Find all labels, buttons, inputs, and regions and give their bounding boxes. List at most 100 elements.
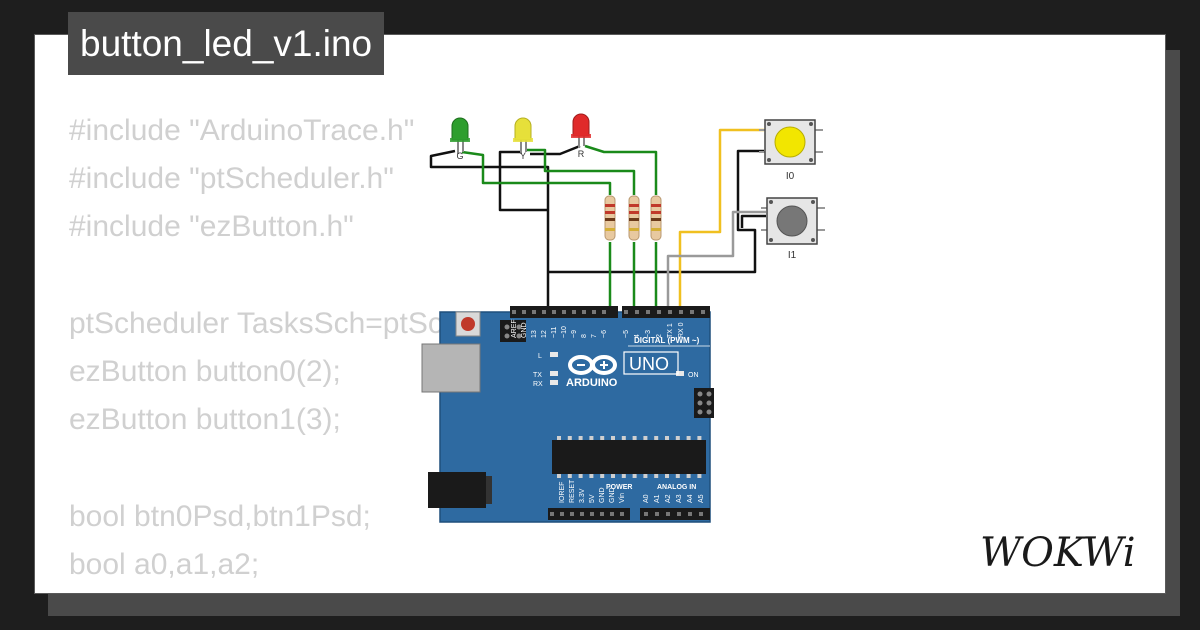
arduino-logo-icon bbox=[568, 355, 617, 375]
code-line: bool a0,a1,a2; bbox=[69, 547, 260, 581]
chip-pin bbox=[600, 436, 605, 440]
analog-pin-4[interactable] bbox=[688, 512, 692, 516]
digital-pin-label: ~6 bbox=[601, 330, 608, 338]
wokwi-logo-icon: WOKWi bbox=[980, 530, 1136, 576]
wire-led-r-resistor bbox=[584, 144, 658, 195]
digital-pin-5[interactable] bbox=[562, 310, 566, 314]
chip-pin bbox=[643, 436, 648, 440]
led-label-y: Y bbox=[520, 151, 526, 161]
wire-btn0-signal bbox=[678, 128, 764, 312]
power-pin-3[interactable] bbox=[580, 512, 584, 516]
chip-pin bbox=[654, 436, 659, 440]
digital-pin-13[interactable] bbox=[657, 310, 661, 314]
wire-btn1-gnd bbox=[740, 214, 766, 228]
power-pin-label: RESET bbox=[569, 479, 576, 503]
wire-led-y-resistor bbox=[527, 148, 636, 195]
chip-pin bbox=[643, 474, 648, 478]
chip-pin bbox=[578, 474, 583, 478]
analog-pin-label: A3 bbox=[676, 494, 683, 503]
usb-port bbox=[421, 343, 481, 393]
analog-header bbox=[640, 508, 710, 520]
chip-pin bbox=[665, 474, 669, 478]
digital-header-label: DIGITAL (PWM ~) bbox=[634, 336, 700, 345]
digital-pin-4[interactable] bbox=[552, 310, 556, 314]
chip-pin bbox=[686, 436, 691, 440]
chip-pin bbox=[621, 436, 626, 440]
power-pin-2[interactable] bbox=[570, 512, 574, 516]
digital-pin-8[interactable] bbox=[592, 310, 596, 314]
digital-pin-label: 12 bbox=[541, 330, 548, 338]
wire-led-y-gnd bbox=[498, 150, 548, 212]
header-hole bbox=[701, 310, 705, 314]
power-pin-7[interactable] bbox=[620, 512, 624, 516]
code-line: #include "ptScheduler.h" bbox=[69, 162, 394, 196]
chip-pin bbox=[675, 474, 680, 478]
chip-pin bbox=[654, 474, 659, 478]
digital-pin-3[interactable] bbox=[542, 310, 546, 314]
power-pin-1[interactable] bbox=[560, 512, 564, 516]
digital-pin-15[interactable] bbox=[679, 310, 683, 314]
analog-pin-0[interactable] bbox=[644, 512, 648, 516]
resistor-1[interactable] bbox=[604, 195, 616, 241]
digital-pin-label: 13 bbox=[531, 330, 538, 338]
led-green[interactable]: G bbox=[450, 117, 470, 161]
power-pin-label: Vin bbox=[619, 493, 626, 503]
analog-pin-1[interactable] bbox=[655, 512, 659, 516]
digital-pin-label: ~9 bbox=[571, 330, 578, 338]
led-rx-label: RX bbox=[533, 381, 543, 388]
digital-pin-12[interactable] bbox=[646, 310, 650, 314]
wokwi-logo-text: WOKWi bbox=[980, 530, 1136, 576]
digital-pin-14[interactable] bbox=[668, 310, 672, 314]
digital-pin-0[interactable] bbox=[512, 310, 516, 314]
chip-pin bbox=[697, 474, 702, 478]
chip-pin bbox=[557, 436, 561, 440]
wires bbox=[429, 128, 766, 312]
led-yellow[interactable]: Y bbox=[513, 117, 533, 161]
pushbutton-i0[interactable]: I0 bbox=[759, 119, 823, 182]
chip-pin bbox=[557, 474, 561, 478]
power-pin-6[interactable] bbox=[610, 512, 614, 516]
atmega-chip bbox=[552, 440, 706, 474]
digital-header-right bbox=[622, 306, 710, 318]
digital-pin-7[interactable] bbox=[582, 310, 586, 314]
digital-pin-label: AREF bbox=[511, 319, 518, 338]
power-pin-5[interactable] bbox=[600, 512, 604, 516]
power-pin-label: GND bbox=[609, 487, 616, 503]
resistor-2[interactable] bbox=[628, 195, 640, 241]
pushbutton-i1[interactable]: I1 bbox=[761, 197, 825, 261]
analog-pin-5[interactable] bbox=[699, 512, 703, 516]
led-tx-label: TX bbox=[533, 372, 542, 379]
resistor-3[interactable] bbox=[650, 195, 662, 241]
digital-pin-1[interactable] bbox=[522, 310, 526, 314]
chip-pin bbox=[697, 436, 702, 440]
analog-pin-3[interactable] bbox=[677, 512, 681, 516]
code-line: ezButton button0(2); bbox=[69, 354, 341, 388]
chip-pin bbox=[675, 436, 680, 440]
digital-pin-label: ~3 bbox=[645, 330, 652, 338]
digital-pin-label: ~5 bbox=[623, 330, 630, 338]
digital-pin-2[interactable] bbox=[532, 310, 536, 314]
digital-pin-9[interactable] bbox=[602, 310, 606, 314]
chip-pin bbox=[578, 436, 583, 440]
chip-pin bbox=[632, 436, 637, 440]
led-label-r: R bbox=[578, 149, 585, 159]
digital-pin-10[interactable] bbox=[624, 310, 628, 314]
power-pin-4[interactable] bbox=[590, 512, 594, 516]
digital-pin-label: 2 bbox=[656, 334, 663, 338]
chip-pin bbox=[600, 474, 605, 478]
analog-header-label: ANALOG IN bbox=[657, 484, 696, 491]
digital-pin-label: TX 1 bbox=[667, 323, 674, 338]
chip-pin bbox=[567, 474, 572, 478]
digital-pin-label: ~11 bbox=[551, 327, 558, 338]
digital-pin-6[interactable] bbox=[572, 310, 576, 314]
chip-pin bbox=[665, 436, 669, 440]
power-pin-0[interactable] bbox=[550, 512, 554, 516]
chip-pin bbox=[589, 436, 594, 440]
digital-pin-11[interactable] bbox=[635, 310, 639, 314]
analog-pin-label: A2 bbox=[665, 494, 672, 503]
led-red[interactable]: R bbox=[571, 113, 591, 159]
button-label-i1: I1 bbox=[788, 250, 797, 261]
analog-pin-2[interactable] bbox=[666, 512, 670, 516]
analog-pin-label: A0 bbox=[643, 494, 650, 503]
